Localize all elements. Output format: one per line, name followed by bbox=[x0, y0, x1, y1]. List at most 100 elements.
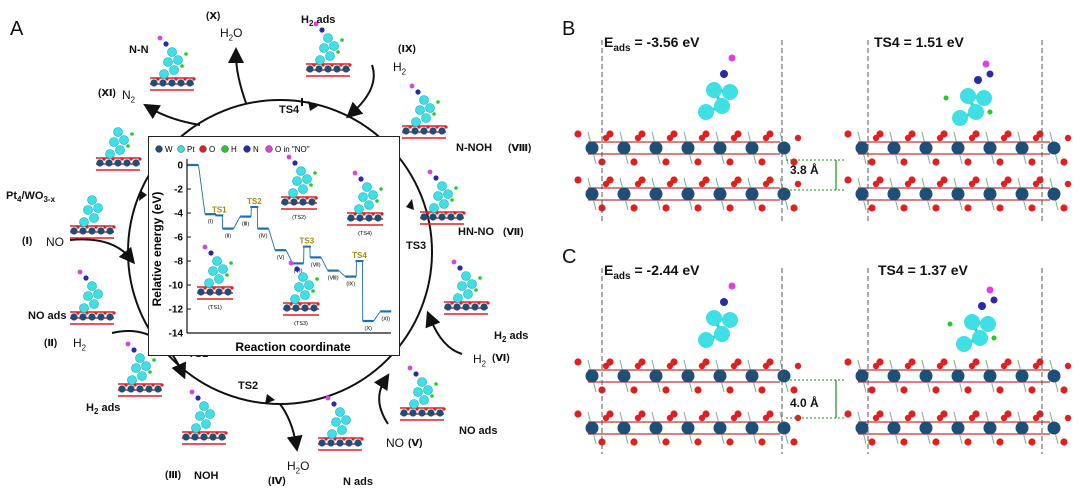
w-atom bbox=[418, 409, 426, 417]
pt-atom bbox=[159, 69, 169, 79]
w-atom bbox=[347, 214, 355, 222]
cycle-ts4-label: TS4 bbox=[279, 104, 300, 116]
o-atom bbox=[900, 386, 908, 394]
pt-atom bbox=[413, 387, 423, 397]
o-atom bbox=[606, 130, 614, 138]
pt-atom bbox=[205, 409, 215, 419]
pt-atom bbox=[423, 385, 433, 395]
o-atom bbox=[442, 407, 446, 411]
arrow-vi-in bbox=[425, 310, 463, 355]
o-atom bbox=[734, 130, 742, 138]
energy-connector bbox=[250, 206, 259, 229]
no-ads-left-label: NO ads bbox=[28, 310, 67, 322]
w-atom bbox=[70, 227, 78, 235]
w-atom bbox=[951, 187, 965, 201]
state-vii-roman: (Ⅶ) bbox=[503, 227, 524, 238]
inset-ts-structure: (TS3) bbox=[283, 260, 320, 327]
pt-atom bbox=[443, 189, 453, 199]
o-atom bbox=[444, 211, 448, 215]
o-atom bbox=[844, 130, 852, 138]
pt-atom bbox=[354, 204, 364, 214]
pt-bond bbox=[705, 316, 731, 342]
cycle-arrow-head bbox=[265, 394, 275, 404]
o-atom bbox=[574, 358, 582, 366]
w-atom bbox=[462, 303, 470, 311]
pt-atom bbox=[79, 303, 89, 313]
state-v-species: NO bbox=[386, 436, 404, 450]
h-atom bbox=[225, 273, 229, 277]
o-atom bbox=[1036, 176, 1044, 184]
catalyst-structure bbox=[420, 169, 466, 225]
o-no-atom bbox=[77, 269, 83, 275]
y-tick-label: -2 bbox=[174, 185, 183, 196]
o-no-atom bbox=[325, 395, 331, 401]
w-atom bbox=[585, 187, 599, 201]
w-atom bbox=[420, 213, 428, 221]
w-atom bbox=[365, 214, 373, 222]
legend-swatch bbox=[243, 145, 251, 153]
pt-atom bbox=[79, 217, 89, 227]
w-atom bbox=[951, 421, 965, 435]
o-atom bbox=[1028, 204, 1036, 212]
pt-atom bbox=[288, 188, 298, 198]
o-atom bbox=[574, 176, 582, 184]
pt-atom bbox=[437, 181, 447, 191]
o-atom bbox=[964, 158, 972, 166]
panel-label-a: A bbox=[10, 18, 24, 40]
pt-atom bbox=[952, 110, 968, 126]
o-no-atom bbox=[352, 170, 358, 176]
catalyst-structure bbox=[444, 259, 490, 315]
h-atom bbox=[148, 370, 152, 374]
w-atom bbox=[409, 409, 417, 417]
state-i-species: NO bbox=[46, 235, 64, 249]
w-atom bbox=[983, 187, 997, 201]
w-atom bbox=[438, 127, 446, 135]
w-atom bbox=[713, 421, 727, 435]
h-atom bbox=[130, 132, 134, 136]
o-atom bbox=[758, 158, 766, 166]
n-atom bbox=[413, 371, 419, 377]
o-atom bbox=[734, 358, 742, 366]
o-atom bbox=[670, 358, 678, 366]
pt-atom bbox=[411, 117, 421, 127]
w-atom bbox=[855, 369, 869, 383]
o-atom bbox=[160, 383, 164, 387]
n-atom bbox=[986, 70, 994, 78]
o-atom bbox=[932, 438, 940, 446]
o-atom bbox=[908, 130, 916, 138]
o-atom bbox=[1028, 438, 1036, 446]
w-atom bbox=[681, 141, 695, 155]
w-atom bbox=[145, 385, 153, 393]
w-atom bbox=[919, 421, 933, 435]
catalyst-structure bbox=[70, 195, 116, 239]
state-ix-roman: (Ⅸ) bbox=[398, 44, 416, 55]
pt-atom bbox=[429, 203, 439, 213]
legend-label: N bbox=[253, 145, 259, 154]
o-atom bbox=[726, 158, 734, 166]
o-atom bbox=[151, 383, 155, 387]
o-no-atom bbox=[986, 286, 994, 294]
state-label: (Ⅴ) bbox=[277, 255, 285, 261]
w-atom bbox=[855, 141, 869, 155]
state-iii-species: NOH bbox=[194, 470, 219, 482]
w-atom bbox=[887, 187, 901, 201]
o-no-atom bbox=[728, 282, 736, 290]
pt4-cluster bbox=[698, 282, 738, 348]
panel-label-b: B bbox=[562, 18, 576, 40]
pt-atom bbox=[319, 43, 329, 53]
h-atom bbox=[309, 183, 313, 187]
w-atom bbox=[182, 433, 190, 441]
pt-atom bbox=[137, 371, 147, 381]
o-atom bbox=[606, 358, 614, 366]
pt-atom bbox=[304, 280, 314, 290]
catalyst-structure bbox=[400, 365, 446, 421]
no-ads-right-label: NO ads bbox=[459, 425, 498, 437]
o-atom bbox=[662, 204, 670, 212]
w-atom bbox=[132, 159, 140, 167]
h-atom bbox=[336, 50, 340, 54]
pt-atom bbox=[109, 137, 119, 147]
n-atom bbox=[195, 395, 201, 401]
c-distance-label: 4.0 Å bbox=[790, 396, 819, 410]
pt-atom bbox=[327, 429, 337, 439]
